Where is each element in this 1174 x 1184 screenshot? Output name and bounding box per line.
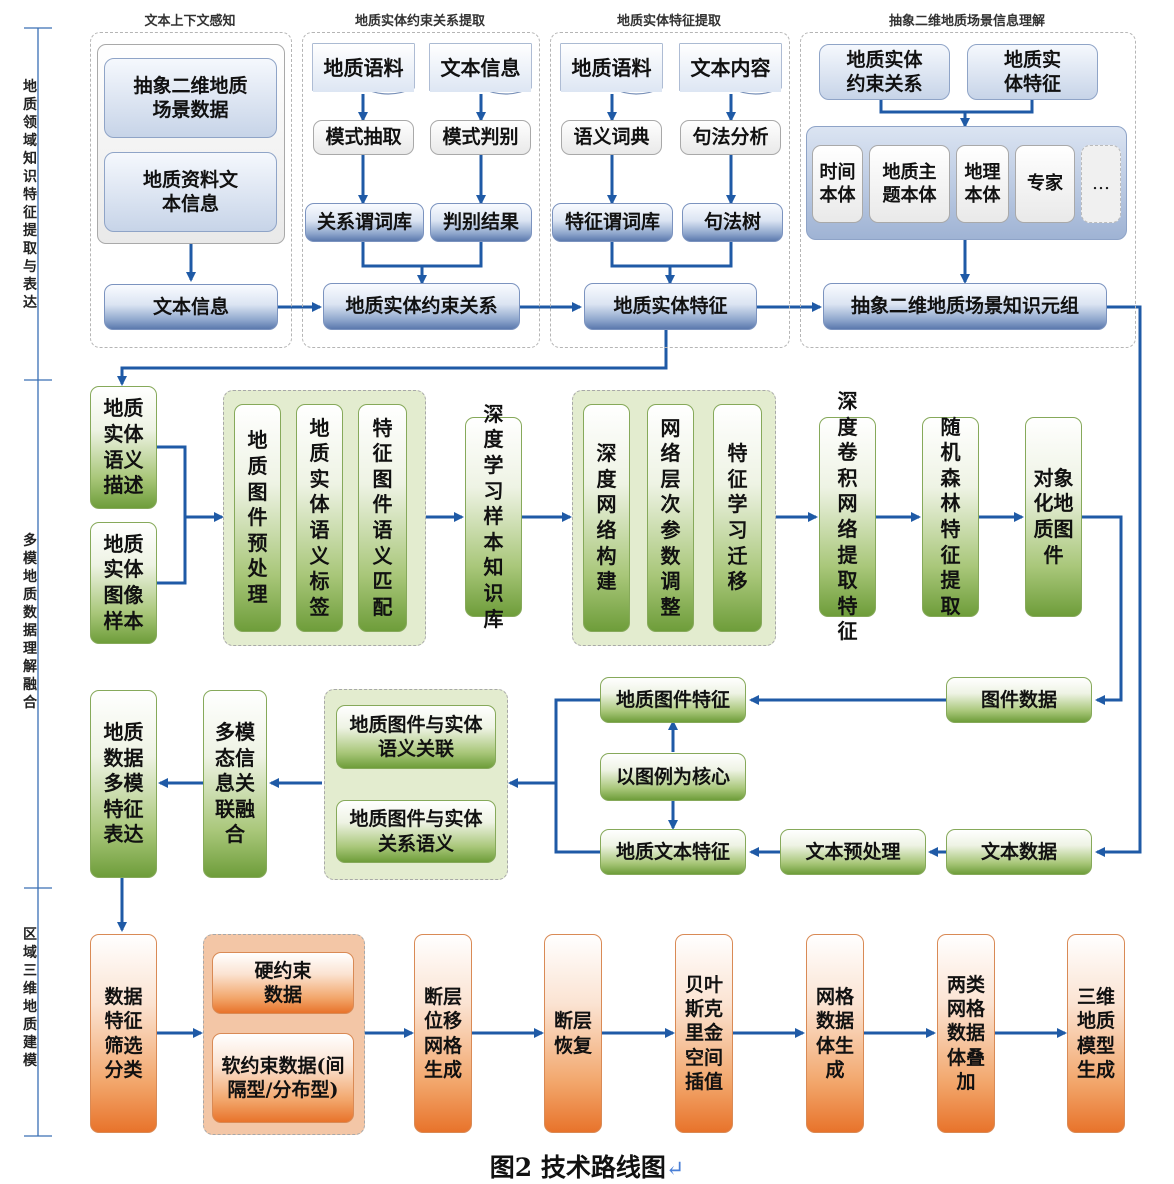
box-feature-screen: 数据特征筛选分类 — [90, 934, 157, 1133]
box-map-entity-relation: 地质图件与实体关系语义 — [336, 800, 496, 863]
box-grid-overlay: 两类网格数据体叠加 — [937, 934, 995, 1133]
box-map-preprocess: 地质图件预处理 — [234, 404, 281, 632]
box-entity-constraint: 地质实体约束关系 — [323, 283, 520, 330]
box-multimodal-fusion: 多模态信息关联融合 — [203, 690, 267, 878]
section-title-feature: 地质实体特征提取 — [616, 14, 721, 29]
box-entity-image-sample: 地质实体图像样本 — [90, 522, 157, 644]
box-more: … — [1081, 145, 1121, 223]
section-feature-extract — [550, 32, 790, 348]
lane-label-knowledge: 地质领域知识特征提取与表达 — [23, 79, 37, 311]
box-layer-param-tune: 网络层次参数调整 — [647, 404, 694, 632]
box-grid-generation: 网格数据体生成 — [806, 934, 864, 1133]
section-constraint-extract — [302, 32, 540, 348]
box-hard-constraint: 硬约束数据 — [212, 952, 354, 1014]
figure-caption: 图2 技术路线图↵ — [489, 1153, 685, 1182]
box-expert: 专家 — [1015, 145, 1075, 223]
box-geo-material-text: 地质资料文本信息 — [104, 152, 277, 232]
box-feature-map-match: 特征图件语义匹配 — [358, 404, 407, 632]
box-map-data: 图件数据 — [946, 677, 1092, 723]
box-knowledge-tuple: 抽象二维地质场景知识元组 — [823, 283, 1107, 330]
box-pattern-judge: 模式判别 — [430, 120, 531, 155]
box-syntax-tree: 句法树 — [682, 203, 783, 242]
box-fault-restore: 断层恢复 — [544, 934, 602, 1133]
box-entity-feature: 地质实体特征 — [584, 283, 757, 330]
box-topic-ontology: 地质主题本体 — [869, 145, 950, 223]
box-text-feature: 地质文本特征 — [600, 829, 746, 875]
box-syntax-analysis: 句法分析 — [680, 120, 781, 155]
box-fault-grid: 断层位移网格生成 — [414, 934, 472, 1133]
box-soft-constraint: 软约束数据(间隔型/分布型) — [212, 1033, 354, 1123]
box-multimodal-expression: 地质数据多模特征表达 — [90, 690, 157, 878]
box-text-preprocess: 文本预处理 — [780, 829, 926, 875]
box-relation-predicate-lib: 关系谓词库 — [305, 203, 424, 242]
box-cnn-extract: 深度卷积网络提取特征 — [819, 389, 876, 643]
doc-geo-corpus-2: 地质语料 — [561, 44, 662, 92]
box-pattern-extract: 模式抽取 — [313, 120, 414, 155]
box-random-forest: 随机森林特征提取 — [922, 415, 979, 618]
box-abstract-scene-data: 抽象二维地质场景数据 — [104, 58, 277, 138]
box-time-ontology: 时间本体 — [812, 145, 863, 223]
box-scene-constraint: 地质实体约束关系 — [819, 44, 950, 100]
doc-text-info: 文本信息 — [430, 44, 531, 92]
box-semantic-dict: 语义词典 — [561, 120, 662, 155]
section-scene-understand — [800, 32, 1136, 348]
box-3d-model: 三维地质模型生成 — [1067, 934, 1125, 1133]
box-judge-result: 判别结果 — [430, 203, 532, 242]
box-feature-transfer: 特征学习迁移 — [713, 404, 762, 632]
box-deep-net-build: 深度网络构建 — [583, 404, 630, 632]
doc-text-content: 文本内容 — [680, 44, 781, 92]
doc-geo-corpus-1: 地质语料 — [313, 44, 414, 92]
box-map-entity-semantic: 地质图件与实体语义关联 — [336, 705, 496, 769]
section-title-context: 文本上下文感知 — [144, 14, 236, 29]
box-scene-feature: 地质实体特征 — [967, 44, 1098, 100]
box-map-feature: 地质图件特征 — [600, 677, 746, 723]
box-geo-ontology: 地理本体 — [956, 145, 1009, 223]
box-entity-semantic-label: 地质实体语义标签 — [296, 404, 343, 632]
box-sample-knowledge-lib: 深度学习样本知识库 — [465, 402, 522, 631]
lane-label-modeling: 区域三维地质建模 — [23, 927, 37, 1069]
box-object-map: 对象化地质图件 — [1025, 417, 1082, 617]
box-text-info: 文本信息 — [104, 284, 278, 330]
box-feature-predicate-lib: 特征谓词库 — [552, 203, 673, 242]
return-mark: ↵ — [665, 1157, 685, 1182]
box-kriging: 贝叶斯克里金空间插值 — [675, 934, 733, 1133]
section-context-aware — [90, 32, 292, 348]
section-title-constraint: 地质实体约束关系提取 — [354, 14, 485, 29]
section-title-scene: 抽象二维地质场景信息理解 — [888, 14, 1045, 29]
lane-label-fusion: 多模地质数据理解融合 — [23, 533, 37, 711]
box-text-data: 文本数据 — [946, 829, 1092, 875]
box-entity-semantic-desc: 地质实体语义描述 — [90, 386, 157, 509]
box-legend-core: 以图例为核心 — [600, 753, 746, 801]
